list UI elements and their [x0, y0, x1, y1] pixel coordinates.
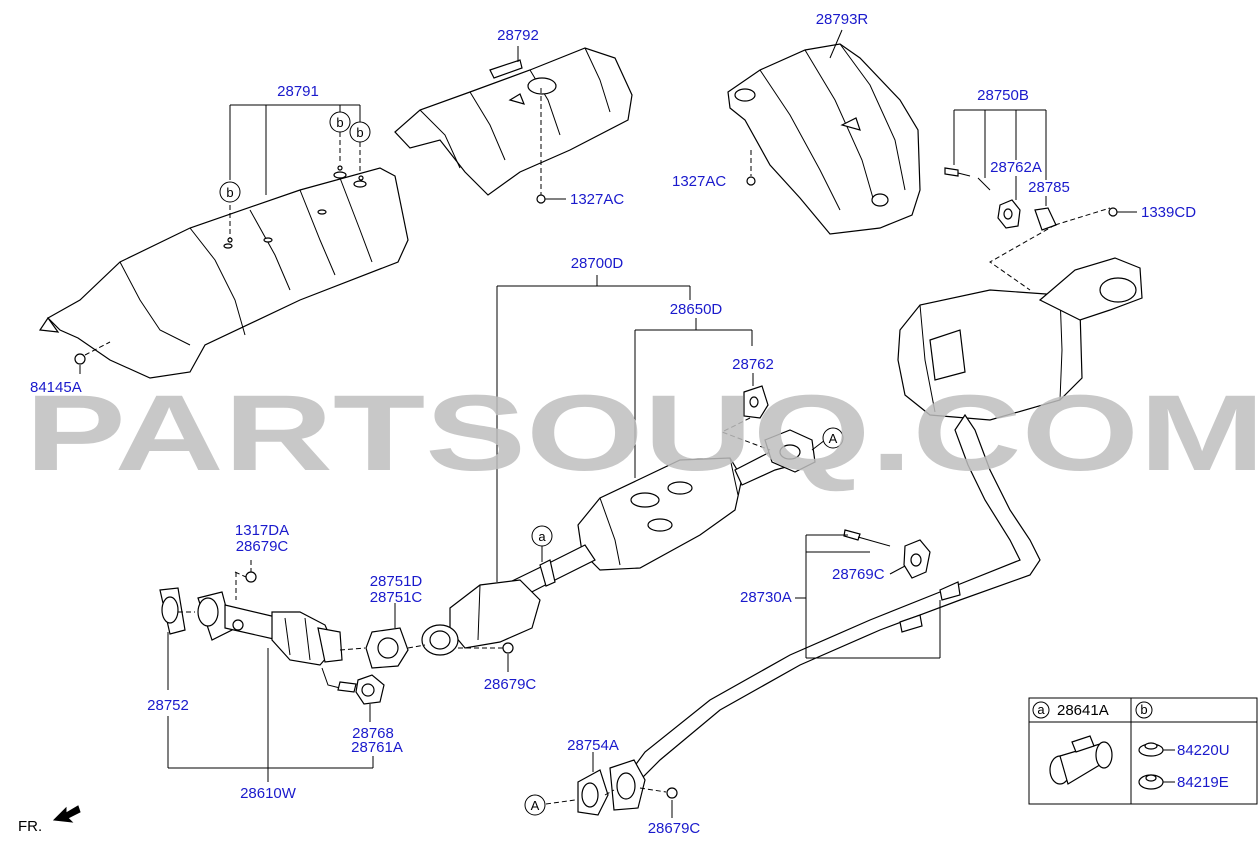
label-28751D[interactable]: 28751D — [370, 573, 423, 590]
gasket-28751C — [365, 627, 409, 669]
label-28752[interactable]: 28752 — [147, 697, 189, 714]
label-28785[interactable]: 28785 — [1028, 179, 1070, 196]
label-28762[interactable]: 28762 — [732, 356, 774, 373]
label-1327AC-left[interactable]: 1327AC — [672, 173, 726, 190]
legend-a-part[interactable]: 28641A — [1057, 702, 1109, 719]
hanger-28762A — [944, 167, 1057, 231]
center-pipe-28650D — [421, 429, 816, 656]
label-84145A[interactable]: 84145A — [30, 379, 82, 396]
front-arrow-icon — [52, 805, 81, 823]
clamp-icon — [1049, 735, 1113, 785]
legend-b-part-2[interactable]: 84219E — [1177, 774, 1229, 791]
label-28761A[interactable]: 28761A — [351, 739, 403, 756]
label-28791[interactable]: 28791 — [277, 83, 319, 100]
label-28700D[interactable]: 28700D — [571, 255, 624, 272]
label-28650D[interactable]: 28650D — [670, 301, 723, 318]
callout-b-1[interactable]: b — [219, 181, 241, 203]
label-28610W[interactable]: 28610W — [240, 785, 297, 802]
svg-text:a: a — [1037, 702, 1045, 717]
label-28762A[interactable]: 28762A — [990, 159, 1042, 176]
label-28751C[interactable]: 28751C — [370, 589, 423, 606]
label-28750B[interactable]: 28750B — [977, 87, 1029, 104]
label-1339CD[interactable]: 1339CD — [1141, 204, 1196, 221]
hanger-28762 — [743, 385, 769, 419]
legend-box: a 28641A b 84220U 84219E — [1028, 697, 1258, 805]
callout-b-3[interactable]: b — [349, 121, 371, 143]
svg-text:b: b — [1140, 702, 1147, 717]
front-pipe-28610W — [159, 587, 385, 705]
label-28768[interactable]: 28768 — [352, 725, 394, 742]
label-28679C-top[interactable]: 28679C — [236, 538, 289, 555]
grommet-icon-1 — [1138, 742, 1164, 757]
label-28769C[interactable]: 28769C — [832, 566, 885, 583]
svg-text:a: a — [538, 529, 546, 544]
callout-A-bottom[interactable]: A — [524, 794, 546, 816]
label-28679C-mid[interactable]: 28679C — [484, 676, 537, 693]
heat-shield-28792 — [394, 47, 633, 196]
muffler-28730A — [627, 257, 1143, 781]
leader-lines — [79, 29, 1137, 818]
svg-text:A: A — [531, 798, 540, 813]
svg-text:b: b — [356, 125, 363, 140]
legend-callout-b: b — [1135, 701, 1153, 719]
label-28793R[interactable]: 28793R — [816, 11, 869, 28]
svg-text:b: b — [336, 115, 343, 130]
part-labels: 28791 28792 28793R 28750B 28762A 28785 1… — [30, 11, 1196, 837]
legend-callout-a: a — [1032, 701, 1050, 719]
legend-b-part-1[interactable]: 84220U — [1177, 742, 1230, 759]
front-direction-indicator: FR. — [18, 805, 81, 835]
grommet-icon-2 — [1138, 774, 1164, 790]
rear-gasket-28754A — [577, 759, 646, 816]
label-1327AC-right[interactable]: 1327AC — [570, 191, 624, 208]
callout-A-top[interactable]: A — [822, 427, 844, 449]
watermark: PARTSOUQ.COM — [25, 372, 1260, 493]
label-1317DA[interactable]: 1317DA — [235, 522, 289, 539]
nut-parts — [74, 165, 1118, 799]
label-28792[interactable]: 28792 — [497, 27, 539, 44]
svg-text:b: b — [226, 185, 233, 200]
label-28730A[interactable]: 28730A — [740, 589, 792, 606]
hanger-28769C — [843, 529, 931, 579]
callout-a[interactable]: a — [531, 525, 553, 547]
heat-shield-28793R — [727, 43, 921, 235]
label-28679C-bottom[interactable]: 28679C — [648, 820, 701, 837]
label-28754A[interactable]: 28754A — [567, 737, 619, 754]
svg-text:FR.: FR. — [18, 818, 42, 835]
heat-shield-28791 — [38, 167, 409, 379]
callout-b-2[interactable]: b — [329, 111, 351, 133]
svg-text:A: A — [829, 431, 838, 446]
